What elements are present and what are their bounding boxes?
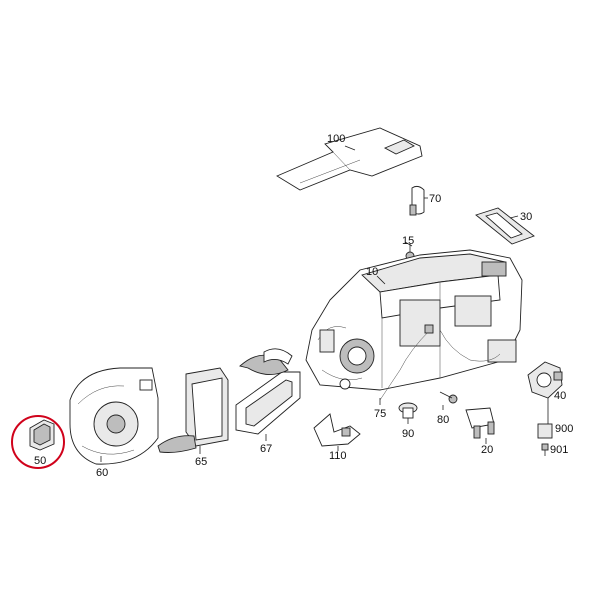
callout-900[interactable]: 900: [555, 423, 573, 435]
part-90-grommet[interactable]: [398, 402, 418, 419]
callout-30[interactable]: 30: [520, 211, 532, 223]
leader-30: [509, 215, 519, 219]
part-65-heater-core[interactable]: [157, 367, 229, 453]
part-100-cover-plate[interactable]: [276, 127, 423, 191]
callout-20[interactable]: 20: [481, 444, 493, 456]
callout-65[interactable]: 65: [195, 456, 207, 468]
callout-90[interactable]: 90: [402, 428, 414, 440]
leader-10: [376, 275, 386, 285]
leader-15: [404, 241, 413, 247]
callout-100[interactable]: 100: [327, 133, 345, 145]
callout-50[interactable]: 50: [34, 455, 46, 467]
part-110-bracket[interactable]: [313, 413, 361, 447]
callout-40[interactable]: 40: [554, 390, 566, 402]
part-60-blower-housing[interactable]: [69, 367, 159, 465]
part-67-evaporator[interactable]: [235, 348, 301, 435]
callout-67[interactable]: 67: [260, 443, 272, 455]
part-10-main-housing[interactable]: [305, 249, 523, 391]
part-75-wiring-harness[interactable]: [379, 324, 501, 401]
part-80-bolt[interactable]: [439, 391, 458, 404]
callout-10[interactable]: 10: [366, 266, 378, 278]
part-50-resistor[interactable]: [29, 419, 55, 451]
leader-100: [344, 145, 356, 151]
part-20-actuator[interactable]: [465, 407, 495, 439]
callout-15[interactable]: 15: [402, 235, 414, 247]
callout-70[interactable]: 70: [429, 193, 441, 205]
part-40-servo-motor[interactable]: [527, 361, 563, 399]
callout-110[interactable]: 110: [329, 450, 347, 462]
part-900-connector[interactable]: [537, 423, 553, 439]
callout-80[interactable]: 80: [437, 414, 449, 426]
part-70-clip[interactable]: [409, 185, 425, 216]
highlight-circle-50: [11, 415, 65, 469]
callout-75[interactable]: 75: [374, 408, 386, 420]
part-901-pin[interactable]: [541, 443, 549, 456]
part-30-seal-frame[interactable]: [475, 207, 535, 245]
callout-901[interactable]: 901: [550, 444, 568, 456]
callout-60[interactable]: 60: [96, 467, 108, 479]
